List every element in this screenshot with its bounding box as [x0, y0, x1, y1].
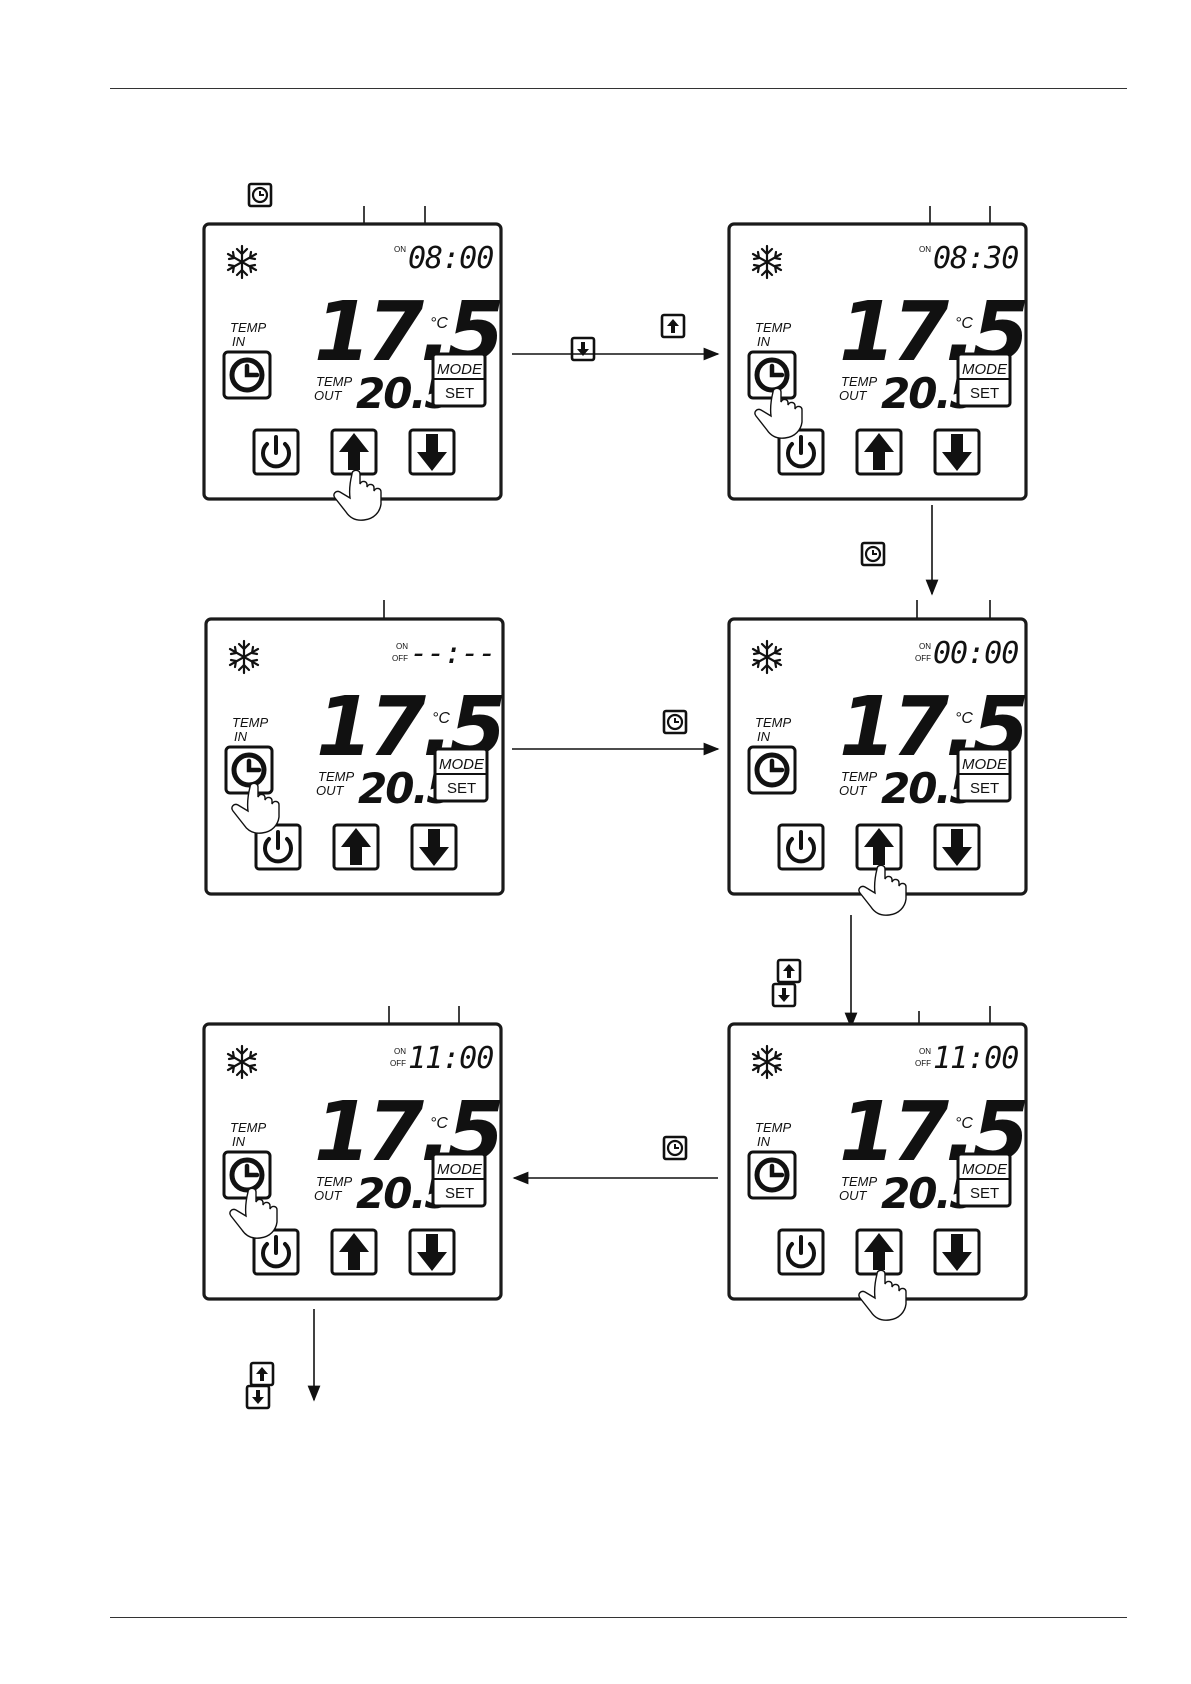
on-indicator: ON	[919, 642, 931, 651]
set-label: SET	[445, 1185, 474, 1202]
clock-icon	[232, 1160, 262, 1190]
on-indicator: ON	[394, 245, 406, 254]
clock-icon	[757, 755, 787, 785]
clock-icon	[757, 1160, 787, 1190]
timer-readout: 11:00	[933, 1041, 1018, 1076]
temp-in-label-2: IN	[232, 1134, 246, 1149]
on-indicator: ON	[396, 642, 408, 651]
off-indicator: OFF	[392, 654, 408, 663]
temperature-unit: °C	[432, 710, 450, 727]
on-indicator: ON	[919, 1047, 931, 1056]
temp-out-label: TEMP	[841, 1174, 877, 1189]
temp-out-label: TEMP	[841, 374, 877, 389]
mode-label: MODE	[437, 361, 483, 378]
footer-rule	[110, 1617, 1127, 1618]
temp-out-label-2: OUT	[314, 388, 343, 403]
timer-readout: 08:30	[933, 241, 1018, 276]
mode-label: MODE	[962, 361, 1008, 378]
set-label: SET	[970, 1185, 999, 1202]
temp-in-label-2: IN	[234, 729, 248, 744]
timer-readout: 11:00	[408, 1041, 493, 1076]
temp-in-label: TEMP	[755, 715, 791, 730]
off-indicator: OFF	[390, 1059, 406, 1068]
key-down-3	[245, 1384, 271, 1410]
temp-out-label-2: OUT	[316, 783, 345, 798]
temp-out-label-2: OUT	[839, 1188, 868, 1203]
timer-readout: 00:00	[933, 636, 1018, 671]
temp-out-label: TEMP	[318, 769, 354, 784]
header-rule	[110, 88, 1127, 89]
timer-readout: 08:00	[408, 241, 493, 276]
key-clock-top	[247, 182, 273, 208]
temp-in-label: TEMP	[230, 1120, 266, 1135]
temp-in-label-2: IN	[757, 729, 771, 744]
key-down-1	[570, 336, 596, 362]
on-indicator: ON	[919, 245, 931, 254]
temp-out-label: TEMP	[316, 1174, 352, 1189]
key-up-2	[776, 958, 802, 984]
off-indicator: OFF	[915, 1059, 931, 1068]
key-up-3	[249, 1361, 275, 1387]
temp-in-label: TEMP	[755, 1120, 791, 1135]
set-label: SET	[970, 780, 999, 797]
on-indicator: ON	[394, 1047, 406, 1056]
mode-label: MODE	[439, 756, 485, 773]
key-down-2	[771, 982, 797, 1008]
clock-icon	[757, 360, 787, 390]
key-clock-2	[860, 541, 886, 567]
temp-in-label: TEMP	[230, 320, 266, 335]
temperature-unit: °C	[955, 1115, 973, 1132]
off-indicator: OFF	[915, 654, 931, 663]
temp-out-label-2: OUT	[314, 1188, 343, 1203]
set-label: SET	[447, 780, 476, 797]
key-up-1	[660, 313, 686, 339]
clock-icon	[234, 755, 264, 785]
mode-label: MODE	[962, 756, 1008, 773]
timer-readout: --:--	[410, 636, 495, 671]
temp-in-label: TEMP	[755, 320, 791, 335]
temp-out-label: TEMP	[841, 769, 877, 784]
clock-icon	[232, 360, 262, 390]
mode-label: MODE	[962, 1161, 1008, 1178]
temp-in-label-2: IN	[757, 334, 771, 349]
temp-in-label-2: IN	[757, 1134, 771, 1149]
temperature-unit: °C	[430, 1115, 448, 1132]
temperature-unit: °C	[955, 315, 973, 332]
set-label: SET	[970, 385, 999, 402]
key-clock-3	[662, 709, 688, 735]
temperature-unit: °C	[955, 710, 973, 727]
temp-out-label-2: OUT	[839, 388, 868, 403]
temp-out-label: TEMP	[316, 374, 352, 389]
mode-label: MODE	[437, 1161, 483, 1178]
temp-in-label: TEMP	[232, 715, 268, 730]
key-clock-4	[662, 1135, 688, 1161]
set-label: SET	[445, 385, 474, 402]
temperature-unit: °C	[430, 315, 448, 332]
temp-out-label-2: OUT	[839, 783, 868, 798]
temp-in-label-2: IN	[232, 334, 246, 349]
